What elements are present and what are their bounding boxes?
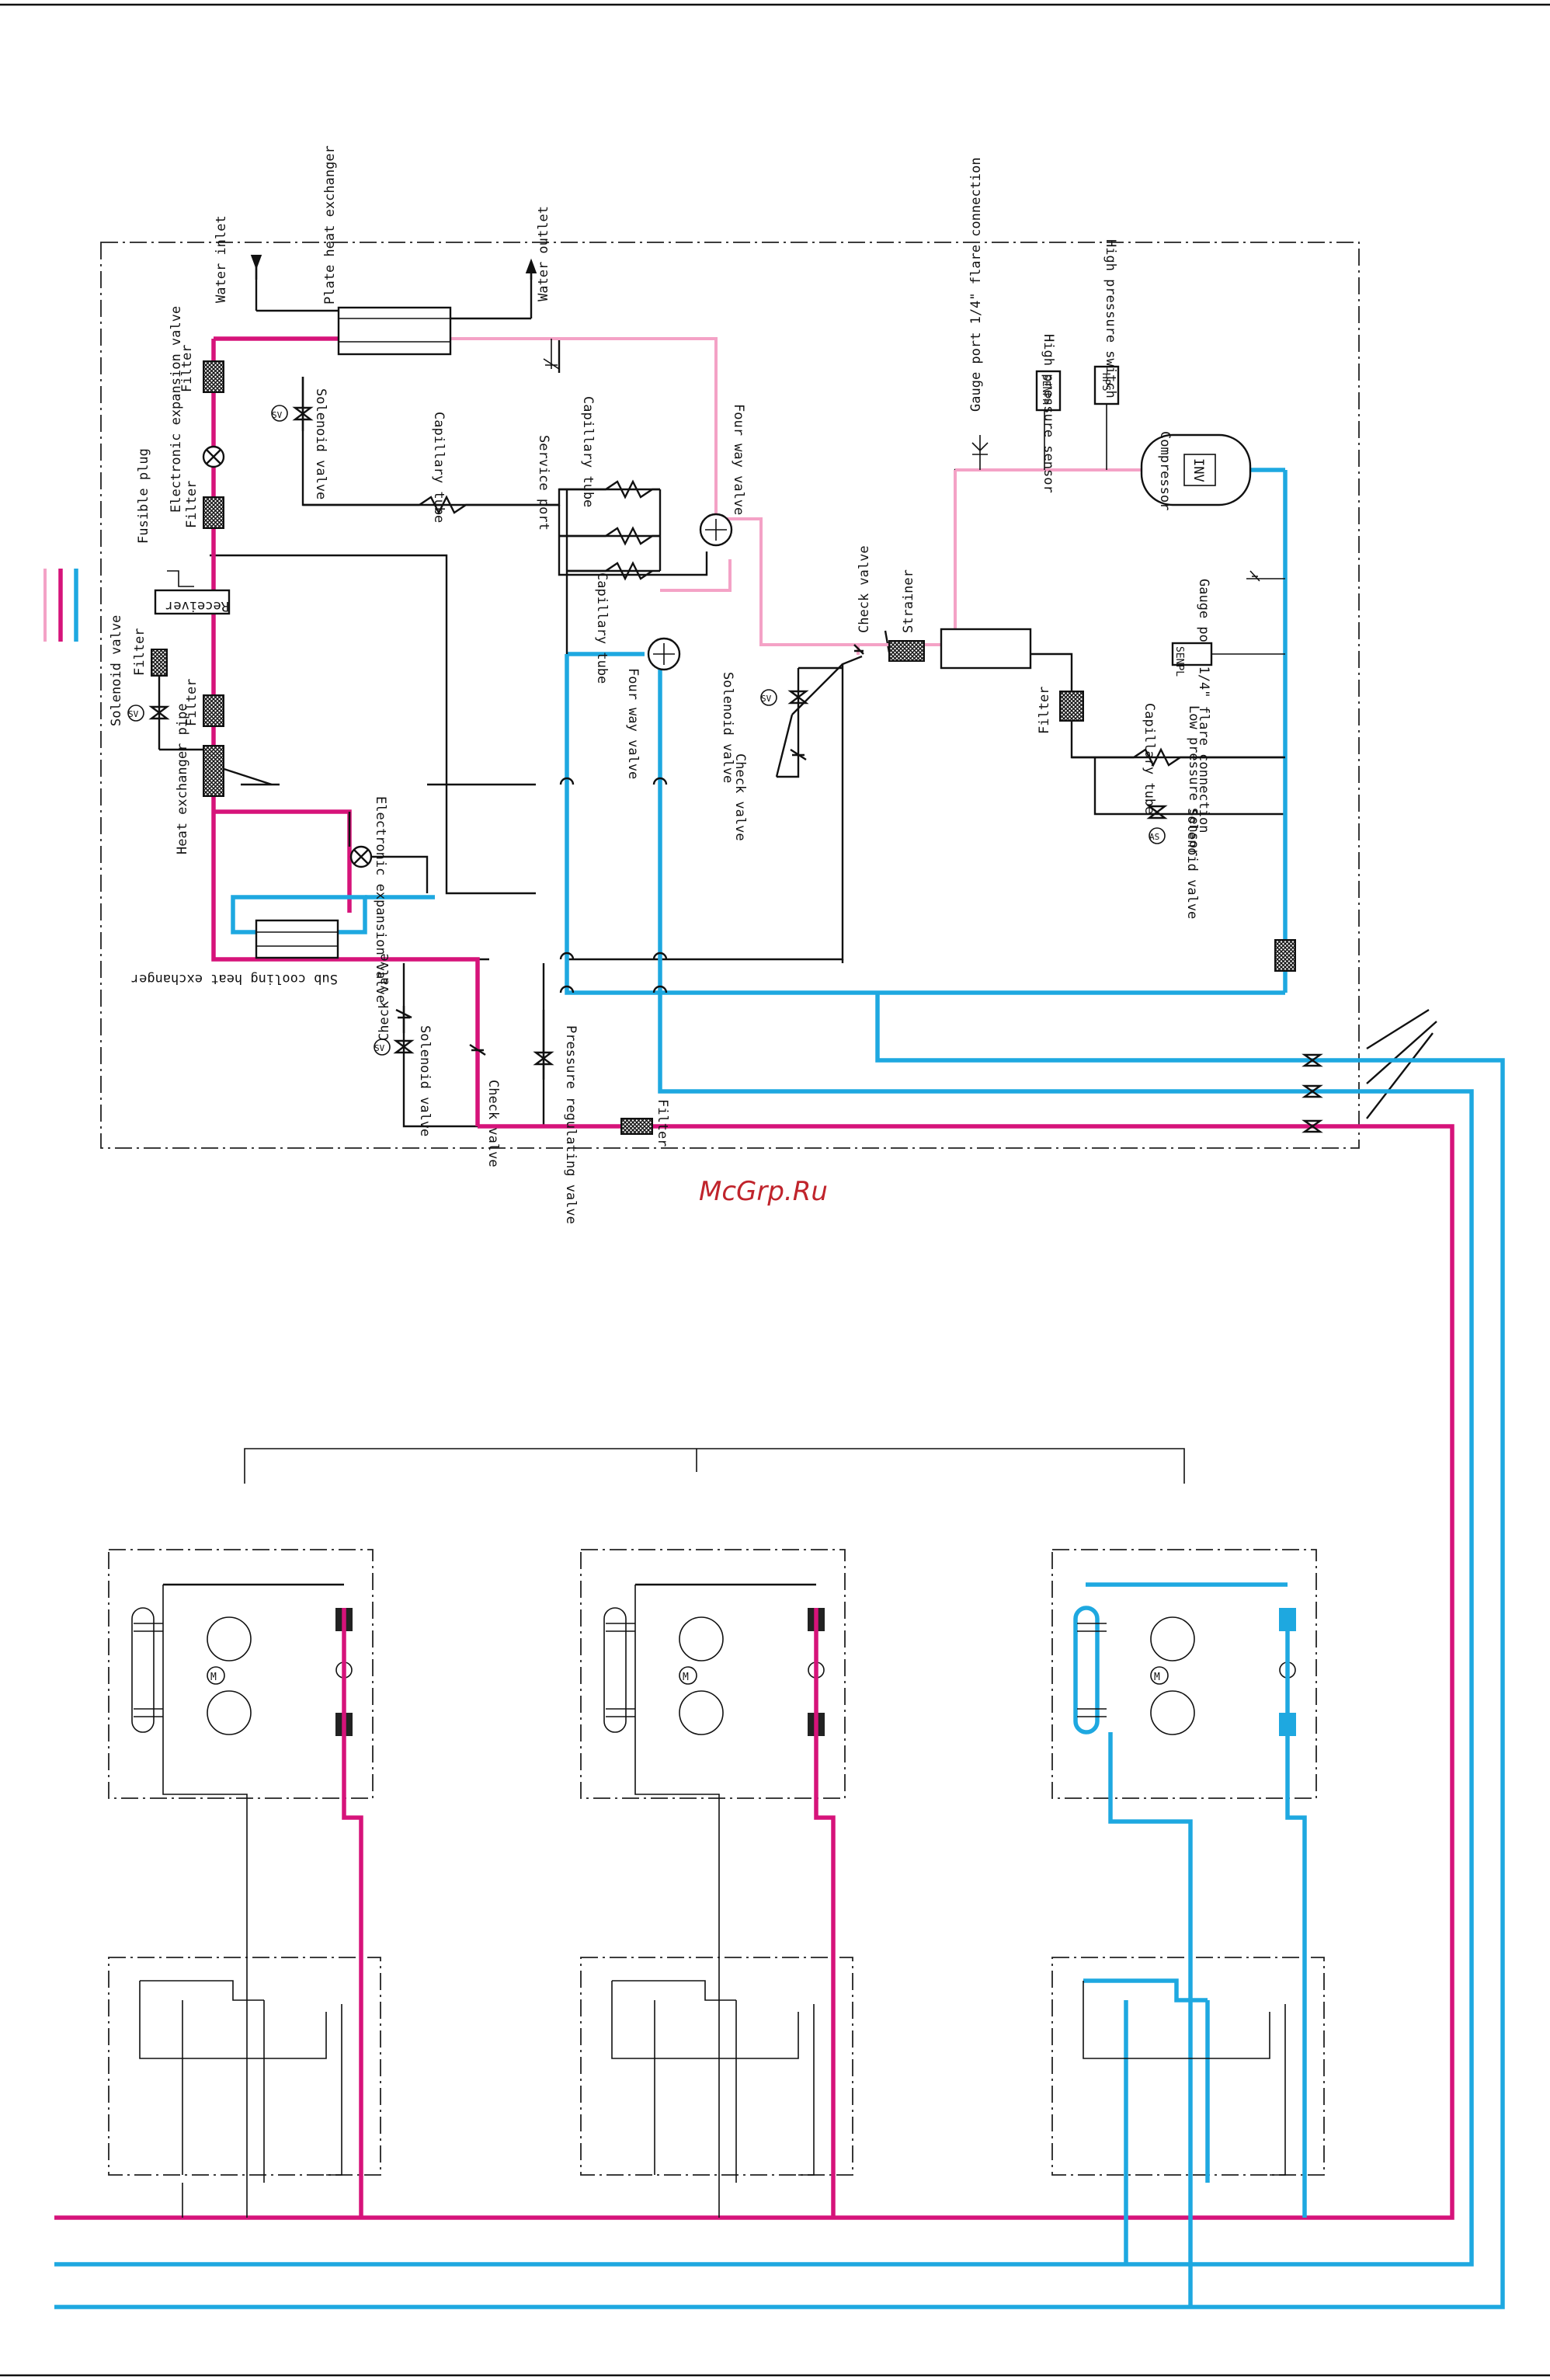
capillary-1-label: Capillary tube — [431, 412, 447, 523]
sv-tag-mid: SV — [761, 694, 772, 704]
color-legend — [43, 569, 78, 642]
motor-3: M — [1154, 1672, 1160, 1683]
capillary-2-label: Capillary tube — [580, 396, 596, 507]
fusible-plug: Fusible plug — [136, 448, 194, 587]
fusible-plug-label: Fusible plug — [136, 448, 151, 544]
four-way-valve-top: Four way valve — [699, 404, 746, 547]
filter-top-left — [203, 360, 224, 393]
solenoid-valve-top: SV Solenoid valve — [271, 377, 328, 499]
filter-bottom — [620, 1118, 653, 1135]
indoor-unit-2: M — [580, 1549, 853, 2218]
sub-cooling-heat-exchanger: Sub cooling heat exchanger — [131, 919, 339, 986]
sv-tag-top: SV — [272, 410, 283, 420]
hp-sensor-label: High pressure sensor — [1041, 334, 1056, 493]
trunk-lines — [54, 1058, 1505, 2309]
filter-6-label: Filter — [1037, 687, 1052, 734]
stop-valves — [1302, 1008, 1437, 1133]
check-valve-mid: Check valve — [732, 748, 807, 841]
capillary-4-label: Capillary tube — [1142, 703, 1157, 814]
receiver-label: Receiver — [165, 598, 229, 614]
filter-second — [203, 496, 224, 529]
four-way-1-label: Four way valve — [731, 404, 746, 515]
electronic-expansion-valve-1: Electronic expansion valve — [169, 306, 225, 513]
check-mid-label: Check valve — [732, 753, 748, 841]
compressor: INV Compressor — [1140, 431, 1252, 510]
service-port-label: Service port — [536, 435, 551, 531]
gauge-high-label: Gauge port 1/4" flare connection — [968, 157, 984, 412]
check-bottom-1-label: Check valve — [377, 953, 392, 1041]
filter-3-label: Filter — [132, 628, 148, 676]
solenoid-top-label: Solenoid valve — [313, 388, 328, 499]
receiver: Receiver — [154, 589, 231, 615]
indoor-unit-1: M — [108, 1549, 381, 2218]
solenoid-valve-left: SV Solenoid valve — [109, 615, 214, 751]
water-outlet-label: Water outlet — [536, 206, 551, 301]
lp-sensor-label: Low pressure sensor — [1186, 705, 1201, 856]
indoor-bracket — [244, 1448, 1185, 1484]
motor-2: M — [683, 1672, 689, 1683]
inv-label: INV — [1190, 458, 1206, 482]
indoor-unit-3: M — [1051, 1549, 1325, 2307]
four-way-valve-bottom: Four way valve — [625, 637, 681, 779]
senpl-label: SENPL — [1173, 646, 1185, 677]
filter-left-small — [151, 649, 168, 677]
heat-exchanger-pipe: Heat exchanger pipe — [175, 704, 224, 854]
service-port: Service port — [536, 339, 560, 531]
strainer — [888, 640, 925, 662]
sv-tag-bottom: SV — [374, 1043, 385, 1053]
water-inlet-label: Water inlet — [214, 215, 229, 303]
high-side-instruments: Gauge port 1/4" flare connection SENPH H… — [968, 157, 1120, 493]
solenoid-as-label: Solenoid valve — [1184, 808, 1200, 919]
hx-pipe-label: Heat exchanger pipe — [175, 704, 190, 854]
eev-1-label: Electronic expansion valve — [169, 306, 184, 513]
check-bottom-2-label: Check valve — [485, 1080, 501, 1167]
solenoid-valve-sv: SV Solenoid valve — [720, 666, 843, 783]
filter-1-label: Filter — [179, 345, 195, 392]
pressure-regulating-valve: Pressure regulating valve — [533, 1010, 579, 1224]
filter-left-mid — [203, 694, 224, 727]
four-way-2-label: Four way valve — [625, 668, 641, 779]
check-valve-bottom-2: Check valve — [469, 1043, 501, 1167]
outdoor-unit-enclosure — [100, 242, 1360, 1149]
motor-1: M — [210, 1672, 217, 1683]
filter-mid-right — [1059, 691, 1084, 722]
filter-5-label: Filter — [655, 1099, 670, 1147]
compressor-label: Compressor — [1157, 431, 1173, 510]
sv-tag-left: SV — [128, 709, 139, 719]
solenoid-bottom-label: Solenoid valve — [417, 1025, 433, 1136]
senph-label: SENPH — [1040, 374, 1051, 405]
solenoid-valve-bottom: SV Solenoid valve — [374, 1025, 433, 1136]
solenoid-sv-label: Solenoid valve — [720, 672, 735, 783]
watermark: McGrp.Ru — [699, 1176, 828, 1207]
sub-cooling-label: Sub cooling heat exchanger — [131, 971, 338, 986]
plate-heat-exchanger: Water inlet Plate heat exchanger Water o… — [214, 145, 551, 356]
check-top-label: Check valve — [857, 545, 872, 633]
plate-hx-label: Plate heat exchanger — [322, 145, 338, 304]
outdoor-black-piping — [210, 264, 1285, 1128]
filter-4-label: Filter — [184, 679, 200, 726]
pipe-crossings — [559, 777, 668, 993]
capillary-tube-1: Capillary tube — [303, 412, 559, 523]
solenoid-left-label: Solenoid valve — [109, 615, 124, 726]
filter-suction — [1274, 939, 1296, 972]
solenoid-valve-as: AS Solenoid valve — [1146, 805, 1200, 919]
check-valve-top: Check valve — [853, 545, 872, 655]
strainer-label: Strainer — [901, 569, 916, 633]
hps-label: HPS — [1100, 373, 1111, 391]
capillary-3-label: Capillary tube — [594, 572, 610, 684]
filter-2-label: Filter — [184, 481, 200, 528]
outdoor-blue-piping — [231, 468, 1320, 1094]
electronic-expansion-valve-2: Electronic expansion valve — [348, 796, 429, 1003]
as-tag: AS — [1149, 832, 1159, 842]
low-side-instruments: Gauge port 1/4" flare connection SENPL L… — [1171, 570, 1285, 856]
prv-label: Pressure regulating valve — [563, 1025, 579, 1224]
eev-2-label: Electronic expansion valve — [373, 796, 388, 1003]
capillary-tube-3: Capillary tube — [567, 561, 653, 684]
check-valve-bottom-1: Check valve — [377, 953, 412, 1041]
capillary-tube-4: Capillary tube — [1072, 703, 1285, 814]
hp-switch-label: High pressure switch — [1103, 239, 1118, 398]
accumulator — [940, 628, 1032, 670]
